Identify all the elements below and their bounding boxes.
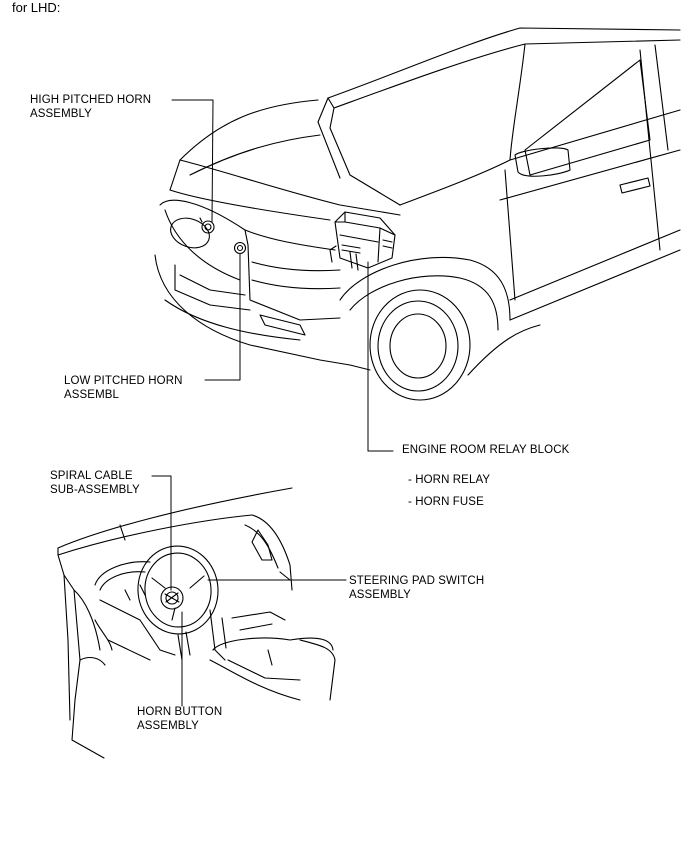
label-high-pitched-horn: HIGH PITCHED HORN ASSEMBLY xyxy=(30,93,151,121)
label-horn-fuse: - HORN FUSE xyxy=(408,496,484,508)
leader-high-horn xyxy=(171,99,214,223)
interior-illustration xyxy=(57,487,336,759)
label-low-horn-line1: LOW PITCHED HORN xyxy=(64,375,183,387)
diagram-header: for LHD: xyxy=(12,0,61,15)
label-steering-pad-line2: ASSEMBLY xyxy=(349,589,411,601)
label-spiral-cable-line2: SUB-ASSEMBLY xyxy=(50,484,140,496)
label-high-horn-line1: HIGH PITCHED HORN xyxy=(30,94,152,106)
leader-spiral-cable xyxy=(151,475,172,591)
label-steering-pad-switch: STEERING PAD SWITCH ASSEMBLY xyxy=(349,574,484,602)
leader-relay-block xyxy=(367,261,394,452)
label-spiral-cable: SPIRAL CABLE SUB-ASSEMBLY xyxy=(50,469,140,497)
high-pitched-horn xyxy=(199,217,215,234)
label-high-horn-line2: ASSEMBLY xyxy=(30,108,92,120)
label-horn-relay: - HORN RELAY xyxy=(408,474,491,486)
label-low-horn-line2: ASSEMBL xyxy=(64,389,120,401)
label-low-pitched-horn: LOW PITCHED HORN ASSEMBL xyxy=(64,374,183,402)
leader-lines xyxy=(151,99,394,707)
leader-low-horn xyxy=(204,253,241,381)
label-engine-room-relay-block: ENGINE ROOM RELAY BLOCK xyxy=(402,444,570,456)
engine-room-relay-block xyxy=(329,211,396,271)
label-spiral-cable-line1: SPIRAL CABLE xyxy=(50,470,133,482)
vehicle-illustration xyxy=(154,27,681,401)
label-horn-button-line2: ASSEMBLY xyxy=(137,720,199,732)
low-pitched-horn xyxy=(233,241,247,255)
label-horn-button: HORN BUTTON ASSEMBLY xyxy=(137,705,222,733)
label-horn-button-line1: HORN BUTTON xyxy=(137,706,223,718)
label-relay-items: - HORN RELAY - HORN FUSE xyxy=(408,469,490,513)
label-steering-pad-line1: STEERING PAD SWITCH xyxy=(349,575,485,587)
